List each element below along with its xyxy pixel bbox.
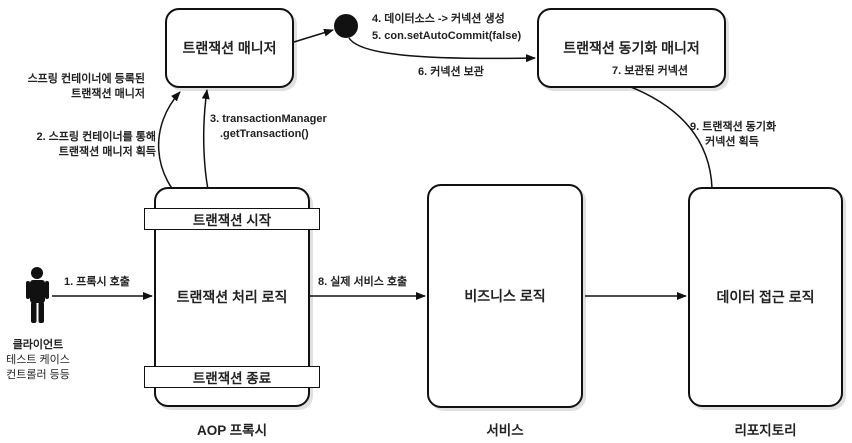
step9-line2: 커넥션 획득 [705,136,759,148]
business-logic-title: 비즈니스 로직 [464,288,546,304]
step1-label: 1. 프록시 호출 [64,276,130,288]
spring-registered-line1: 스프링 컨테이너에 등록된 [27,73,145,85]
tx-logic-title: 트랜잭션 처리 로직 [176,289,288,305]
step2-label: 2. 스프링 컨테이너를 통해 트랜잭션 매니저 획득 [20,130,156,160]
tx-sync-manager-box: 트랜잭션 동기화 매니저 [537,8,726,88]
client-label-line1: 클라이언트 [12,339,64,351]
step3-line2: .getTransaction() [220,128,309,140]
tx-end-bar: 트랜잭션 종료 [144,366,320,388]
step3-line1: 3. transactionManager [210,113,327,125]
spring-registered-label: 스프링 컨테이너에 등록된 트랜잭션 매니저 [4,72,145,102]
step8-label: 8. 실제 서비스 호출 [318,276,408,288]
datasource-node [334,14,358,38]
step2-line2: 트랜잭션 매니저 획득 [58,146,156,158]
step2-line1: 2. 스프링 컨테이너를 통해 [36,131,156,143]
step4-label: 4. 데이터소스 -> 커넥션 생성 [372,13,505,25]
step6-label: 6. 커넥션 보관 [418,66,484,78]
client-label: 클라이언트 테스트 케이스 컨트롤러 등등 [0,338,76,383]
arrow-to-datasource [293,28,334,43]
aop-proxy-caption: AOP 프록시 [196,423,268,438]
spring-registered-line2: 트랜잭션 매니저 [71,88,145,100]
step9-label: 9. 트랜잭션 동기화 커넥션 획득 [690,120,777,150]
tx-sync-manager-title: 트랜잭션 동기화 매니저 [563,40,700,56]
service-box: 비즈니스 로직 [427,184,583,408]
step3-label: 3. transactionManager .getTransaction() [210,112,327,142]
step5-label: 5. con.setAutoCommit(false) [372,30,522,42]
client-label-line3: 컨트롤러 등등 [6,369,70,381]
step7-label: 7. 보관된 커넥션 [612,65,689,77]
repository-box: 데이터 접근 로직 [688,187,843,407]
arrow-store-connection [348,37,536,63]
data-access-logic-title: 데이터 접근 로직 [716,289,815,305]
client-figure-icon [26,267,49,323]
tx-start-label: 트랜잭션 시작 [192,213,272,228]
tx-manager-box: 트랜잭션 매니저 [165,8,294,88]
step9-line1: 9. 트랜잭션 동기화 [690,121,777,133]
tx-start-bar: 트랜잭션 시작 [144,208,320,230]
client-label-line2: 테스트 케이스 [6,354,70,366]
tx-end-label: 트랜잭션 종료 [192,371,272,386]
repository-caption: 리포지토리 [734,423,797,438]
service-caption: 서비스 [486,423,524,438]
tx-manager-title: 트랜잭션 매니저 [182,40,277,56]
